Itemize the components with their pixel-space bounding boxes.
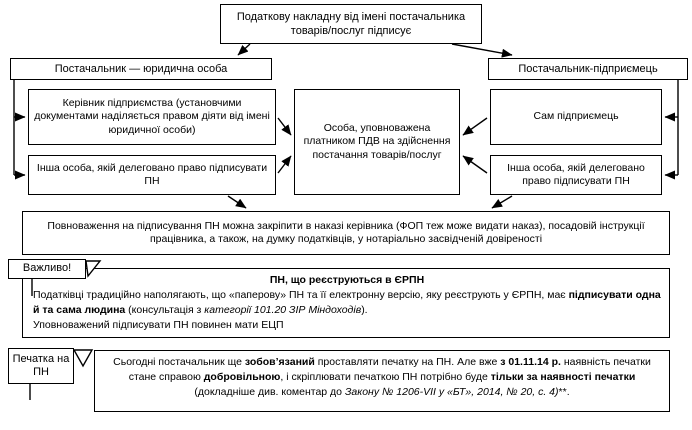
- seal-text-11: **.: [558, 385, 570, 398]
- box-company-director-label: Керівник підприємства (установчими докум…: [34, 96, 270, 136]
- callout-tab-seal: Печатка на ПН: [8, 348, 74, 384]
- callout-important-line2: Уповноважений підписувати ПН повинен мат…: [33, 318, 284, 331]
- seal-text-10: Закону № 1206-VII у «БТ», 2014, № 20, с.…: [344, 385, 559, 398]
- callout-important-body: Податківці традиційно наполягають, що «п…: [33, 288, 661, 318]
- box-authorized-person: Особа, уповноважена платником ПДВ на зді…: [294, 89, 460, 195]
- box-supplier-legal-entity-label: Постачальник — юридична особа: [54, 62, 228, 75]
- box-powers-note-label: Повноваження на підписування ПН можна за…: [47, 219, 645, 245]
- box-title-label: Податкову накладну від імені постачальни…: [236, 10, 466, 37]
- seal-text-3: проставляти печатку на ПН. Але вже: [314, 356, 501, 368]
- box-authorized-person-label: Особа, уповноважена платником ПДВ на зді…: [303, 121, 451, 161]
- box-entrepreneur-himself-label: Сам підприємець: [533, 110, 619, 123]
- seal-text-5: наявність печатки стане справою: [128, 356, 651, 383]
- box-company-director: Керівник підприємства (установчими докум…: [28, 89, 276, 145]
- callout-seal-body: Сьогодні постачальник ще зобов’язаний пр…: [105, 355, 659, 400]
- box-other-delegated-person-left-label: Інша особа, якій делеговано право підпис…: [36, 161, 268, 187]
- callout-tab-seal-label: Печатка на ПН: [12, 352, 70, 378]
- seal-text-8: тільки за наявності печатки: [490, 370, 636, 383]
- important-text-italic: категорії 101.20 ЗІР Міндоходів: [204, 303, 362, 316]
- box-entrepreneur-himself: Сам підприємець: [490, 89, 662, 145]
- important-text-e: ).: [361, 303, 368, 316]
- box-other-delegated-person-right-label: Інша особа, якій делеговано право підпис…: [507, 161, 645, 187]
- important-text-c: (консультація з: [125, 303, 205, 316]
- seal-text-1: Сьогодні постачальник ще: [113, 356, 245, 368]
- important-text-a: Податківці традиційно наполягають, що «п…: [33, 288, 569, 301]
- box-supplier-entrepreneur: Постачальник-підприємець: [488, 58, 688, 80]
- box-title: Податкову накладну від імені постачальни…: [220, 4, 482, 44]
- box-other-delegated-person-left: Інша особа, якій делеговано право підпис…: [28, 155, 276, 195]
- seal-text-2: зобов’язаний: [244, 356, 315, 368]
- seal-text-9: (докладніше див. коментар до: [194, 385, 345, 398]
- box-supplier-legal-entity: Постачальник — юридична особа: [10, 58, 272, 80]
- callout-tab-important: Важливо!: [8, 259, 86, 279]
- box-supplier-entrepreneur-label: Постачальник-підприємець: [518, 62, 658, 75]
- seal-text-6: добровільною: [203, 370, 281, 383]
- callout-seal: Сьогодні постачальник ще зобов’язаний пр…: [94, 350, 670, 412]
- box-other-delegated-person-right: Інша особа, якій делеговано право підпис…: [490, 155, 662, 195]
- important-text-bold: підписувати одна й та сама людина: [33, 288, 661, 316]
- callout-important-heading: ПН, що реєструються в ЄРПН: [269, 274, 425, 286]
- seal-text-7: , і скріплювати печаткою ПН потрібно буд…: [280, 370, 491, 383]
- seal-text-4: з 01.11.14 р.: [500, 356, 561, 368]
- callout-important: ПН, що реєструються в ЄРПН Податківці тр…: [22, 268, 670, 338]
- callout-tab-important-label: Важливо!: [22, 262, 72, 275]
- box-powers-note: Повноваження на підписування ПН можна за…: [22, 211, 670, 255]
